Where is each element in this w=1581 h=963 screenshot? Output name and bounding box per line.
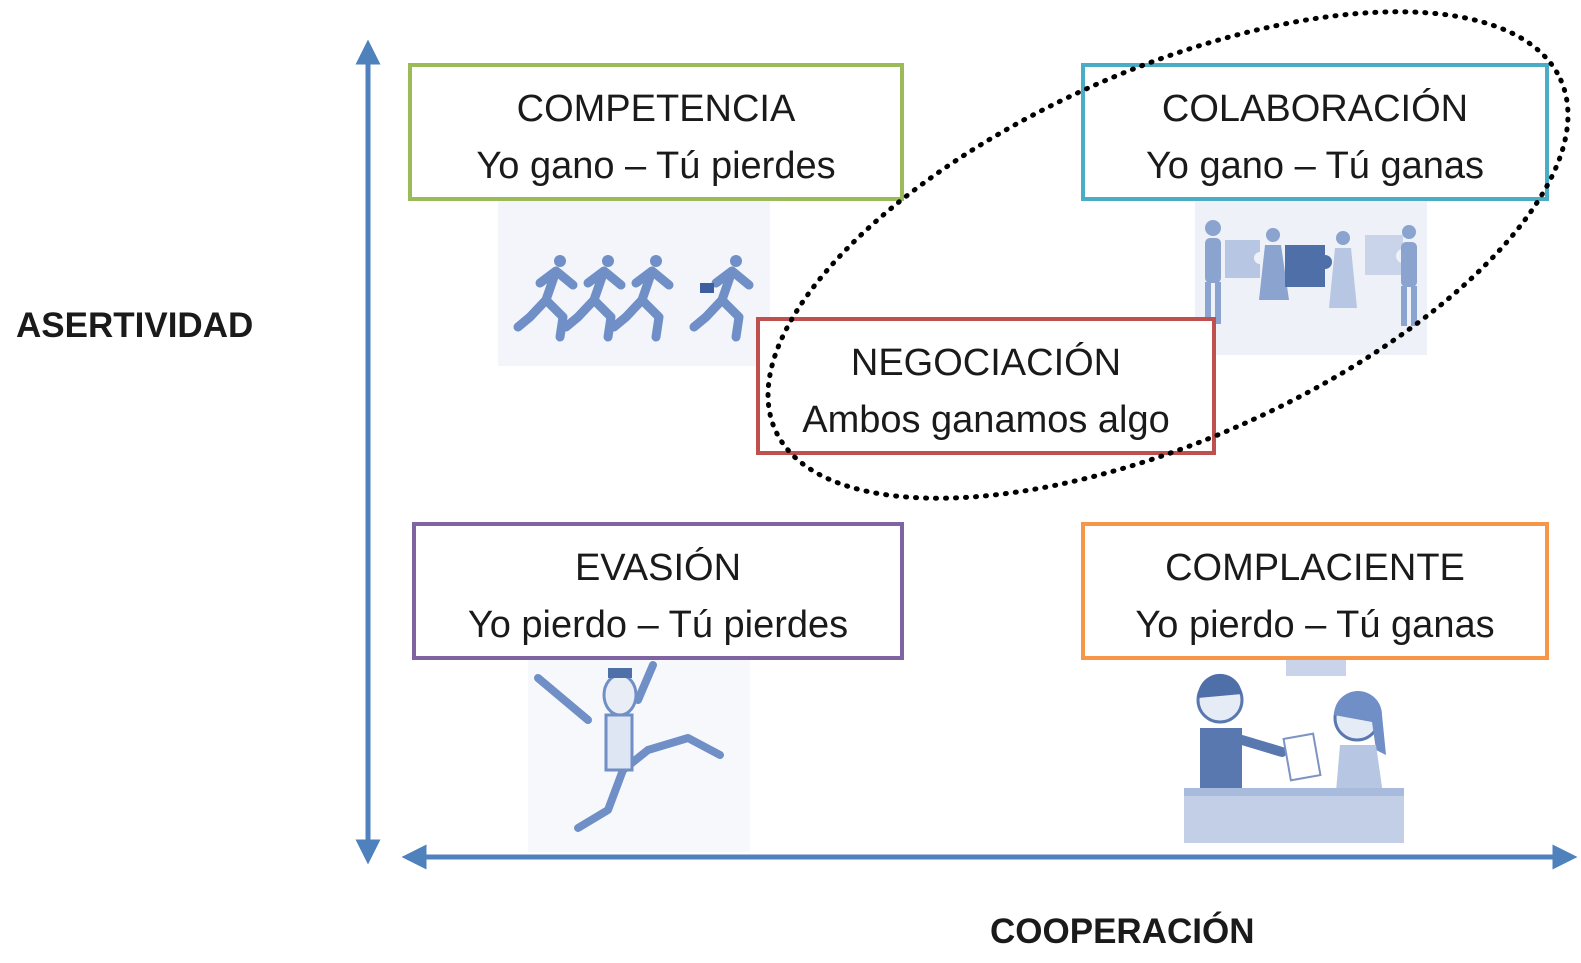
competencia-subtitle: Yo gano – Tú pierdes bbox=[476, 145, 836, 187]
colaboracion-box: COLABORACIÓN Yo gano – Tú ganas bbox=[1081, 63, 1549, 201]
colaboracion-title: COLABORACIÓN bbox=[1161, 88, 1469, 130]
colaboracion-subtitle: Yo gano – Tú ganas bbox=[1145, 145, 1485, 187]
complaciente-subtitle: Yo pierdo – Tú ganas bbox=[1135, 604, 1495, 646]
runners-icon bbox=[498, 200, 770, 366]
y-axis-label: ASERTIVIDAD bbox=[16, 306, 254, 345]
competencia-title: COMPETENCIA bbox=[516, 88, 796, 130]
fleeing-man-icon bbox=[528, 660, 750, 852]
puzzle-team-icon bbox=[1195, 200, 1427, 355]
x-axis-label: COOPERACIÓN bbox=[990, 912, 1255, 951]
negociacion-subtitle: Ambos ganamos algo bbox=[802, 399, 1170, 441]
counter-service-icon bbox=[1182, 660, 1407, 845]
evasion-subtitle: Yo pierdo – Tú pierdes bbox=[467, 604, 849, 646]
negociacion-box: NEGOCIACIÓN Ambos ganamos algo bbox=[756, 317, 1216, 455]
complaciente-title: COMPLACIENTE bbox=[1165, 547, 1465, 589]
evasion-title: EVASIÓN bbox=[574, 547, 742, 589]
evasion-box: EVASIÓN Yo pierdo – Tú pierdes bbox=[412, 522, 904, 660]
complaciente-box: COMPLACIENTE Yo pierdo – Tú ganas bbox=[1081, 522, 1549, 660]
negociacion-title: NEGOCIACIÓN bbox=[850, 342, 1122, 384]
competencia-box: COMPETENCIA Yo gano – Tú pierdes bbox=[408, 63, 904, 201]
